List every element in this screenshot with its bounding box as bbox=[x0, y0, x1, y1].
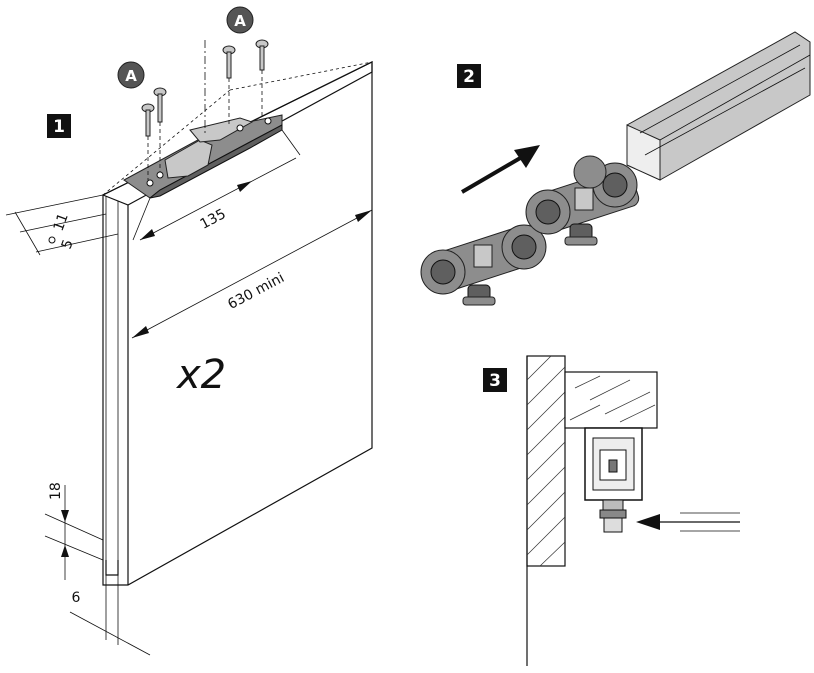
step-1-number: 1 bbox=[53, 117, 65, 137]
wheel-hub bbox=[511, 234, 537, 260]
ext-line bbox=[44, 513, 104, 541]
step-1-badge bbox=[47, 114, 71, 138]
dim-line bbox=[14, 211, 41, 256]
callout-a-left bbox=[117, 61, 145, 89]
step-3-badge bbox=[483, 368, 507, 392]
arrow bbox=[132, 326, 149, 338]
carriage-center bbox=[473, 244, 493, 268]
bolt-nut bbox=[599, 509, 627, 519]
dim-edge-offsets: 11 5 bbox=[5, 194, 119, 256]
step-2-number: 2 bbox=[463, 67, 475, 87]
ext-line bbox=[132, 197, 151, 241]
dim-18: 18 bbox=[44, 482, 104, 580]
edge-offset-2-label: 5 bbox=[59, 238, 77, 252]
dim-630: 630 mini bbox=[131, 209, 373, 339]
wall-hatching bbox=[526, 355, 566, 567]
bolt-washer bbox=[602, 499, 624, 511]
plate-hole bbox=[146, 179, 154, 187]
screw-shank bbox=[145, 109, 151, 137]
hole-mark bbox=[48, 236, 56, 244]
screw-shank bbox=[157, 93, 163, 123]
wheel-hub bbox=[602, 172, 628, 198]
insert-arrow-head bbox=[636, 514, 660, 530]
carriage-nut bbox=[564, 236, 598, 246]
screw-group-left bbox=[141, 87, 167, 180]
step-2-panel: 2 bbox=[420, 31, 811, 306]
carriage-nut bbox=[462, 296, 496, 306]
arrow bbox=[237, 181, 252, 192]
carriage-core bbox=[608, 459, 618, 473]
quantity-label: x2 bbox=[175, 352, 226, 398]
plate-hole bbox=[236, 124, 244, 132]
dim-6-label: 6 bbox=[72, 590, 81, 606]
step-1-panel: A A 1 135 630 mini 11 bbox=[5, 6, 373, 656]
carriage-center bbox=[574, 187, 594, 211]
plate-hole bbox=[264, 117, 272, 125]
ext-line bbox=[5, 194, 104, 216]
bottom-groove bbox=[105, 560, 119, 576]
plate-hole bbox=[156, 171, 164, 179]
carriage-front bbox=[420, 224, 547, 306]
dim-630-label: 630 mini bbox=[225, 270, 287, 313]
dim-line bbox=[69, 611, 151, 656]
arrow bbox=[61, 510, 69, 522]
track-edge bbox=[639, 44, 801, 134]
track-edge bbox=[644, 67, 806, 156]
top-plate-edge bbox=[149, 124, 283, 199]
direction-arrow-head bbox=[514, 145, 540, 168]
door-top-edge bbox=[101, 61, 373, 206]
top-dashed bbox=[229, 61, 373, 91]
beam-hatching bbox=[569, 375, 656, 423]
callout-a-left-label: A bbox=[125, 67, 137, 85]
dim-6: 6 bbox=[69, 575, 151, 656]
wheel bbox=[573, 155, 607, 189]
track-edge bbox=[659, 54, 811, 141]
screw-group-right bbox=[204, 39, 269, 135]
ext-line bbox=[19, 213, 107, 233]
dim-18-label: 18 bbox=[48, 482, 64, 500]
dim-line bbox=[139, 157, 297, 241]
dim-135-label: 135 bbox=[198, 206, 229, 233]
arrow bbox=[355, 210, 372, 222]
wheel-hub bbox=[535, 199, 561, 225]
dim-line bbox=[131, 209, 373, 339]
screw-shank bbox=[226, 51, 232, 79]
bolt-shank bbox=[603, 517, 623, 533]
step-3-number: 3 bbox=[489, 371, 501, 391]
ext-line bbox=[281, 129, 301, 156]
ceiling-beam bbox=[564, 371, 658, 429]
plate-tab bbox=[189, 117, 254, 143]
ext-line bbox=[44, 535, 104, 561]
direction-arrow-shaft bbox=[460, 155, 524, 194]
arrow bbox=[61, 545, 69, 557]
edge-offset-1-label: 11 bbox=[51, 211, 72, 233]
ext-line bbox=[35, 233, 119, 253]
step-2-badge bbox=[457, 64, 481, 88]
callout-a-right bbox=[226, 6, 254, 34]
callout-a-right-label: A bbox=[234, 12, 246, 30]
step-3-panel: 3 bbox=[483, 355, 740, 666]
arrow bbox=[140, 229, 155, 240]
carriage-back bbox=[525, 155, 640, 246]
track-end-face bbox=[626, 124, 661, 181]
screw-shank bbox=[259, 45, 265, 71]
wheel-hub bbox=[430, 259, 456, 285]
